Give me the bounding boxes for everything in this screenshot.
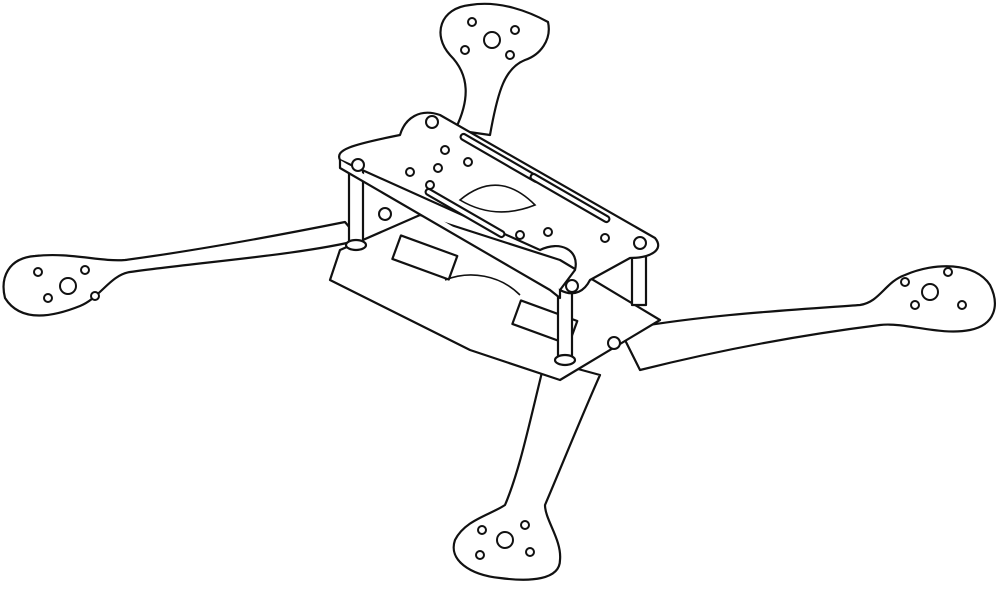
arm-right	[618, 265, 996, 372]
top-plate	[338, 111, 660, 300]
arm-left	[2, 220, 362, 317]
arm-top	[439, 2, 550, 137]
standoffs	[344, 168, 648, 367]
arm-bottom	[452, 358, 602, 581]
